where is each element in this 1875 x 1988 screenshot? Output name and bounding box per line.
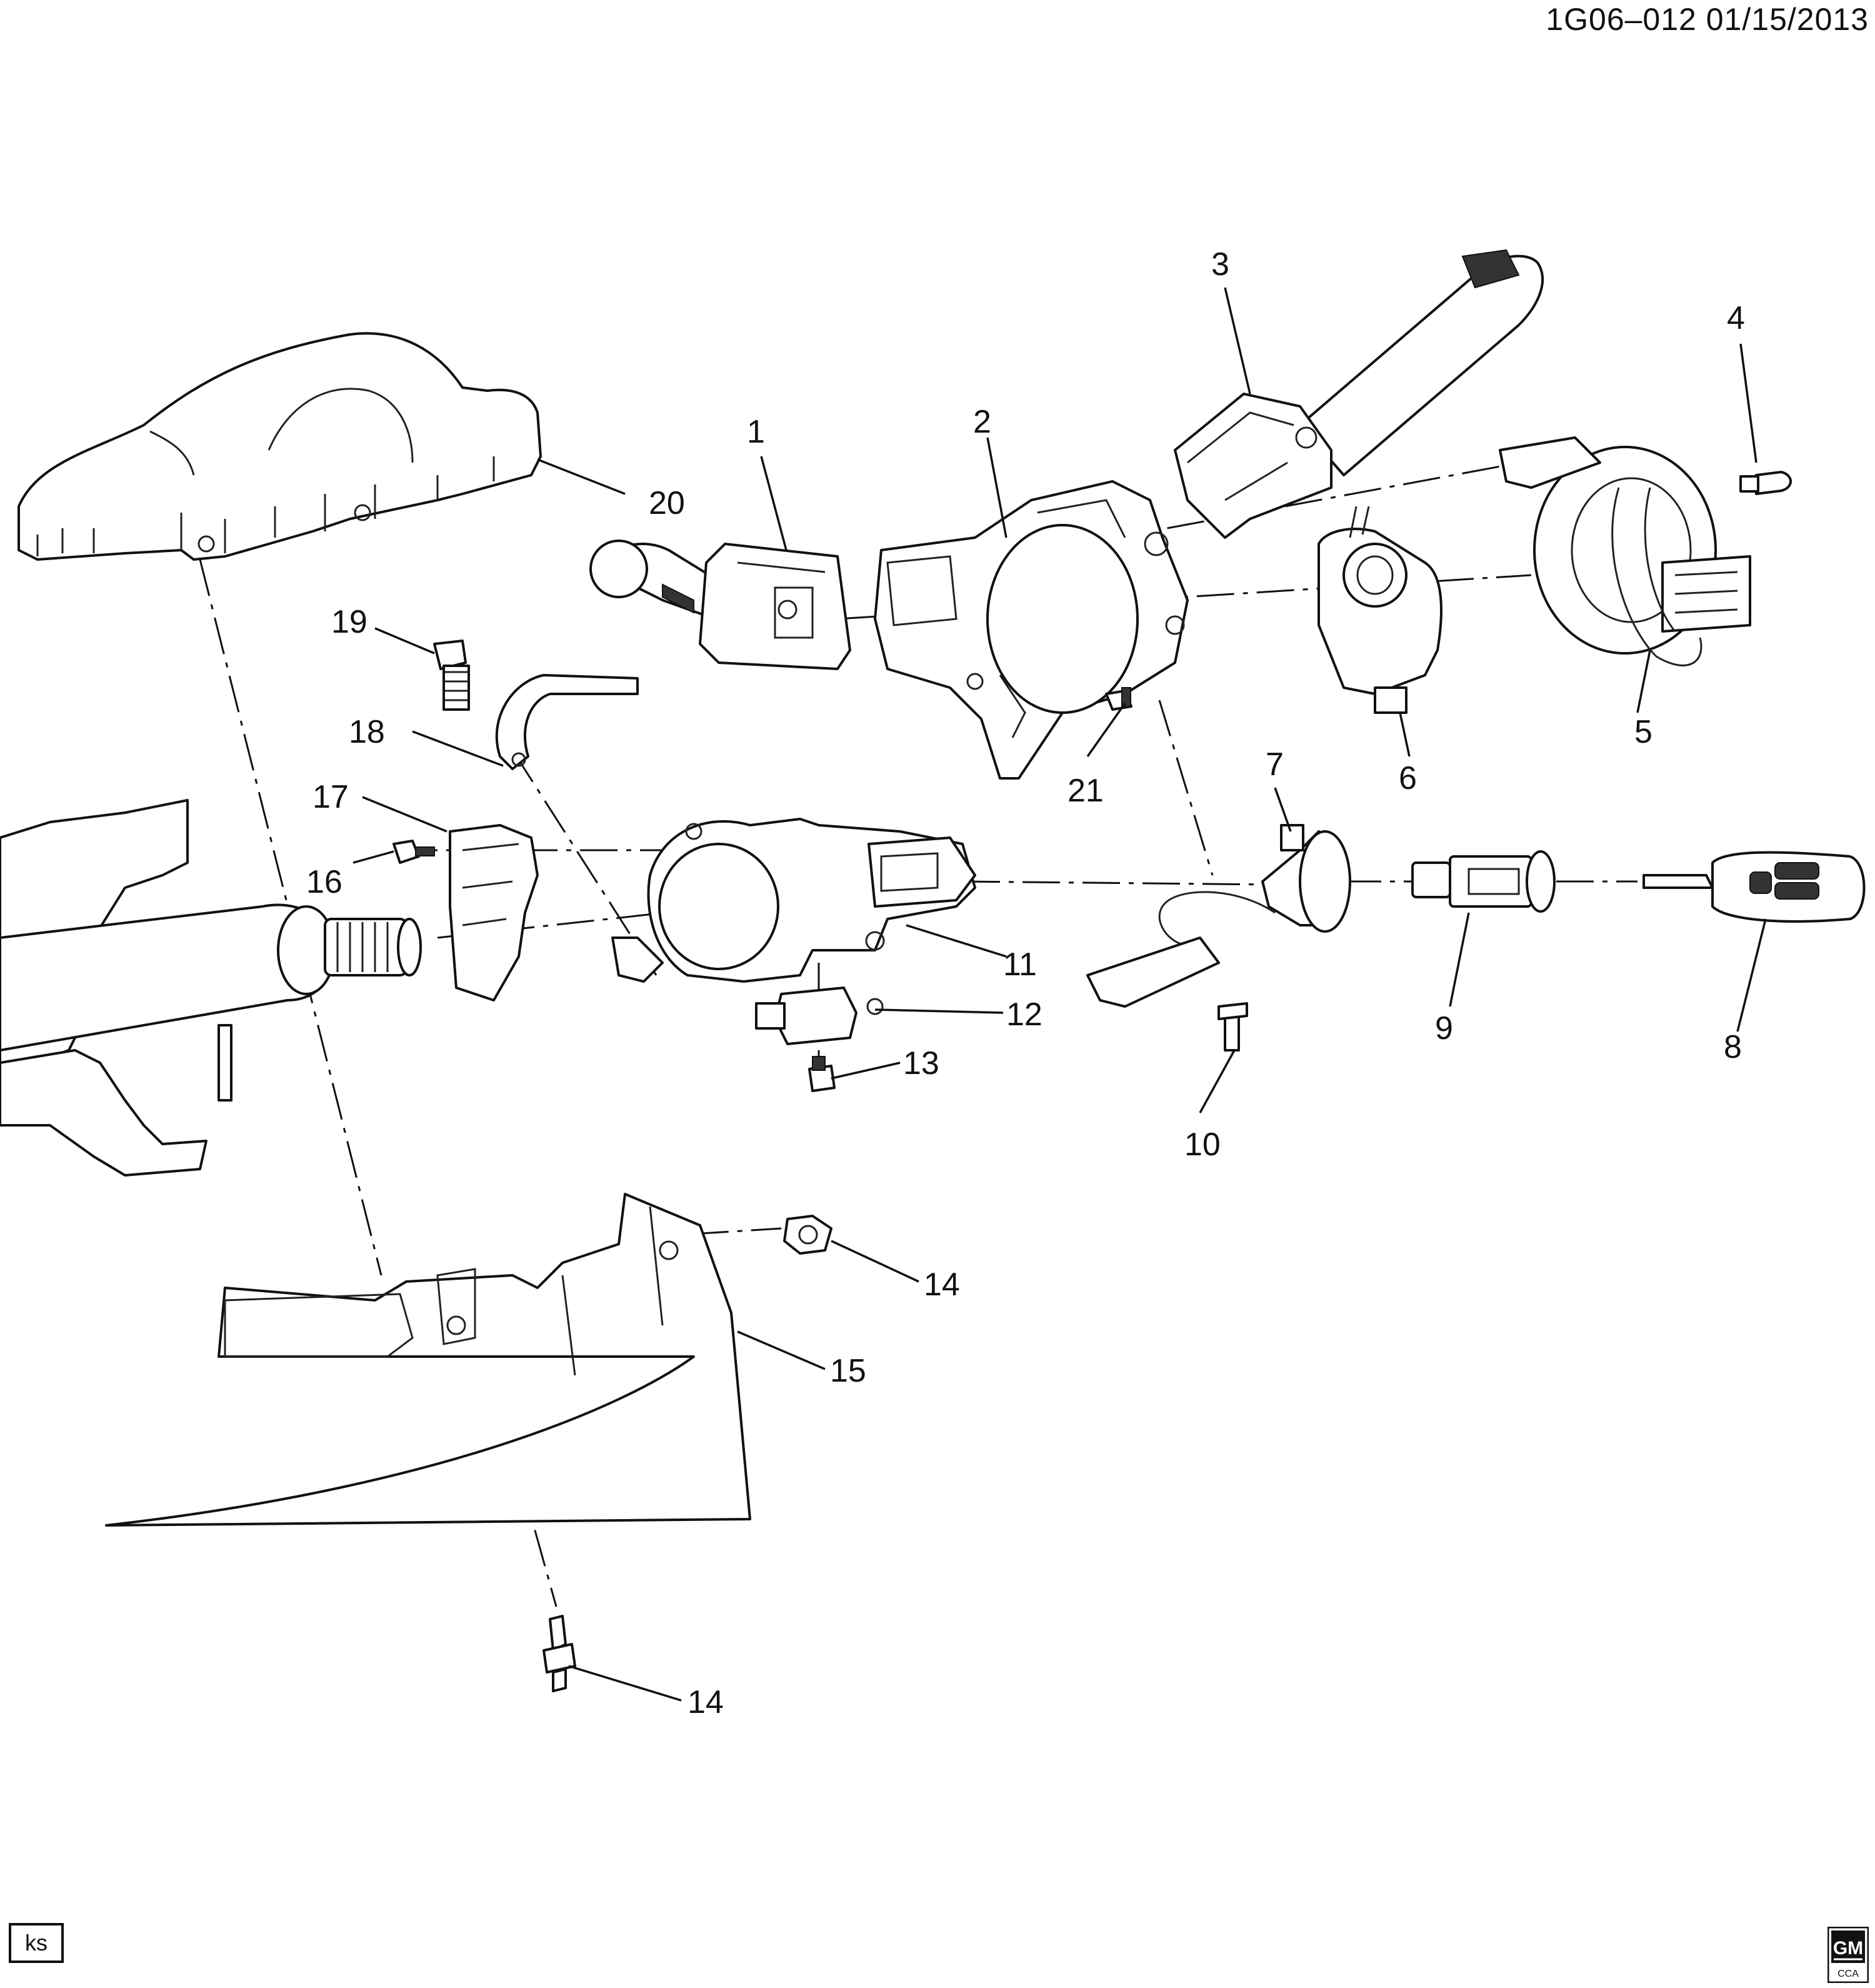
callout-labels: 1 2 3 4 5 6 7 8 9 10 11 12 13 14 14 15 1… (306, 246, 1745, 1720)
artist-code-box: ks (9, 1923, 64, 1963)
gm-logo-subtext: CCA (1838, 1969, 1859, 1979)
part-13-screw (808, 1056, 836, 1092)
part-2-switch-housing (874, 480, 1189, 780)
part-15-lower-column-cover (105, 1193, 751, 1527)
callout-leader-lines (352, 287, 1767, 1702)
callout-7: 7 (1266, 746, 1284, 783)
gm-logo: GM CCA (1828, 1927, 1869, 1983)
callout-3: 3 (1211, 246, 1229, 283)
part-3-turn-signal-switch (1174, 249, 1544, 539)
callout-18: 18 (349, 714, 385, 750)
part-14-screw-lower (542, 1615, 576, 1692)
part-5-clockspring (1499, 436, 1751, 666)
callout-21: 21 (1068, 773, 1104, 809)
callout-15: 15 (830, 1353, 866, 1389)
callout-19: 19 (331, 604, 368, 640)
part-6-position-sensor (1318, 506, 1442, 714)
part-7-housing-ring (1158, 824, 1351, 945)
part-17-switch-module (449, 824, 539, 1002)
part-9-lock-cylinder (1411, 850, 1556, 913)
callout-16: 16 (306, 864, 342, 900)
callout-1: 1 (747, 414, 765, 450)
callout-17: 17 (312, 779, 349, 815)
part-16-screw (392, 840, 435, 864)
part-14-nut-upper (783, 1215, 832, 1255)
part-10-module (1086, 936, 1248, 1052)
callout-4: 4 (1727, 300, 1745, 336)
callout-9: 9 (1435, 1010, 1453, 1047)
gm-logo-text: GM (1833, 1938, 1863, 1959)
callout-12: 12 (1006, 997, 1042, 1033)
part-12-switch (755, 986, 884, 1045)
callout-14-upper: 14 (924, 1267, 960, 1303)
callout-6: 6 (1399, 760, 1417, 796)
upper-column-cover (18, 332, 542, 561)
callout-11: 11 (1003, 946, 1037, 983)
steering-column-assembly (0, 799, 422, 1177)
callout-20: 20 (649, 485, 685, 521)
part-18-bracket (495, 674, 639, 770)
part-11-lock-housing (611, 818, 976, 983)
part-1-multifunction-switch (589, 540, 851, 670)
callout-5: 5 (1634, 714, 1652, 750)
callout-8: 8 (1724, 1029, 1742, 1065)
part-8-key-fob (1642, 851, 1866, 923)
callout-13: 13 (903, 1045, 939, 1082)
callout-10: 10 (1184, 1127, 1221, 1163)
part-4-screw (1739, 471, 1792, 495)
part-19-bolt (433, 640, 470, 711)
callout-2: 2 (973, 404, 991, 440)
diagram-reference-header: 1G06–012 01/15/2013 (1546, 2, 1869, 37)
callout-14-lower: 14 (688, 1684, 724, 1720)
